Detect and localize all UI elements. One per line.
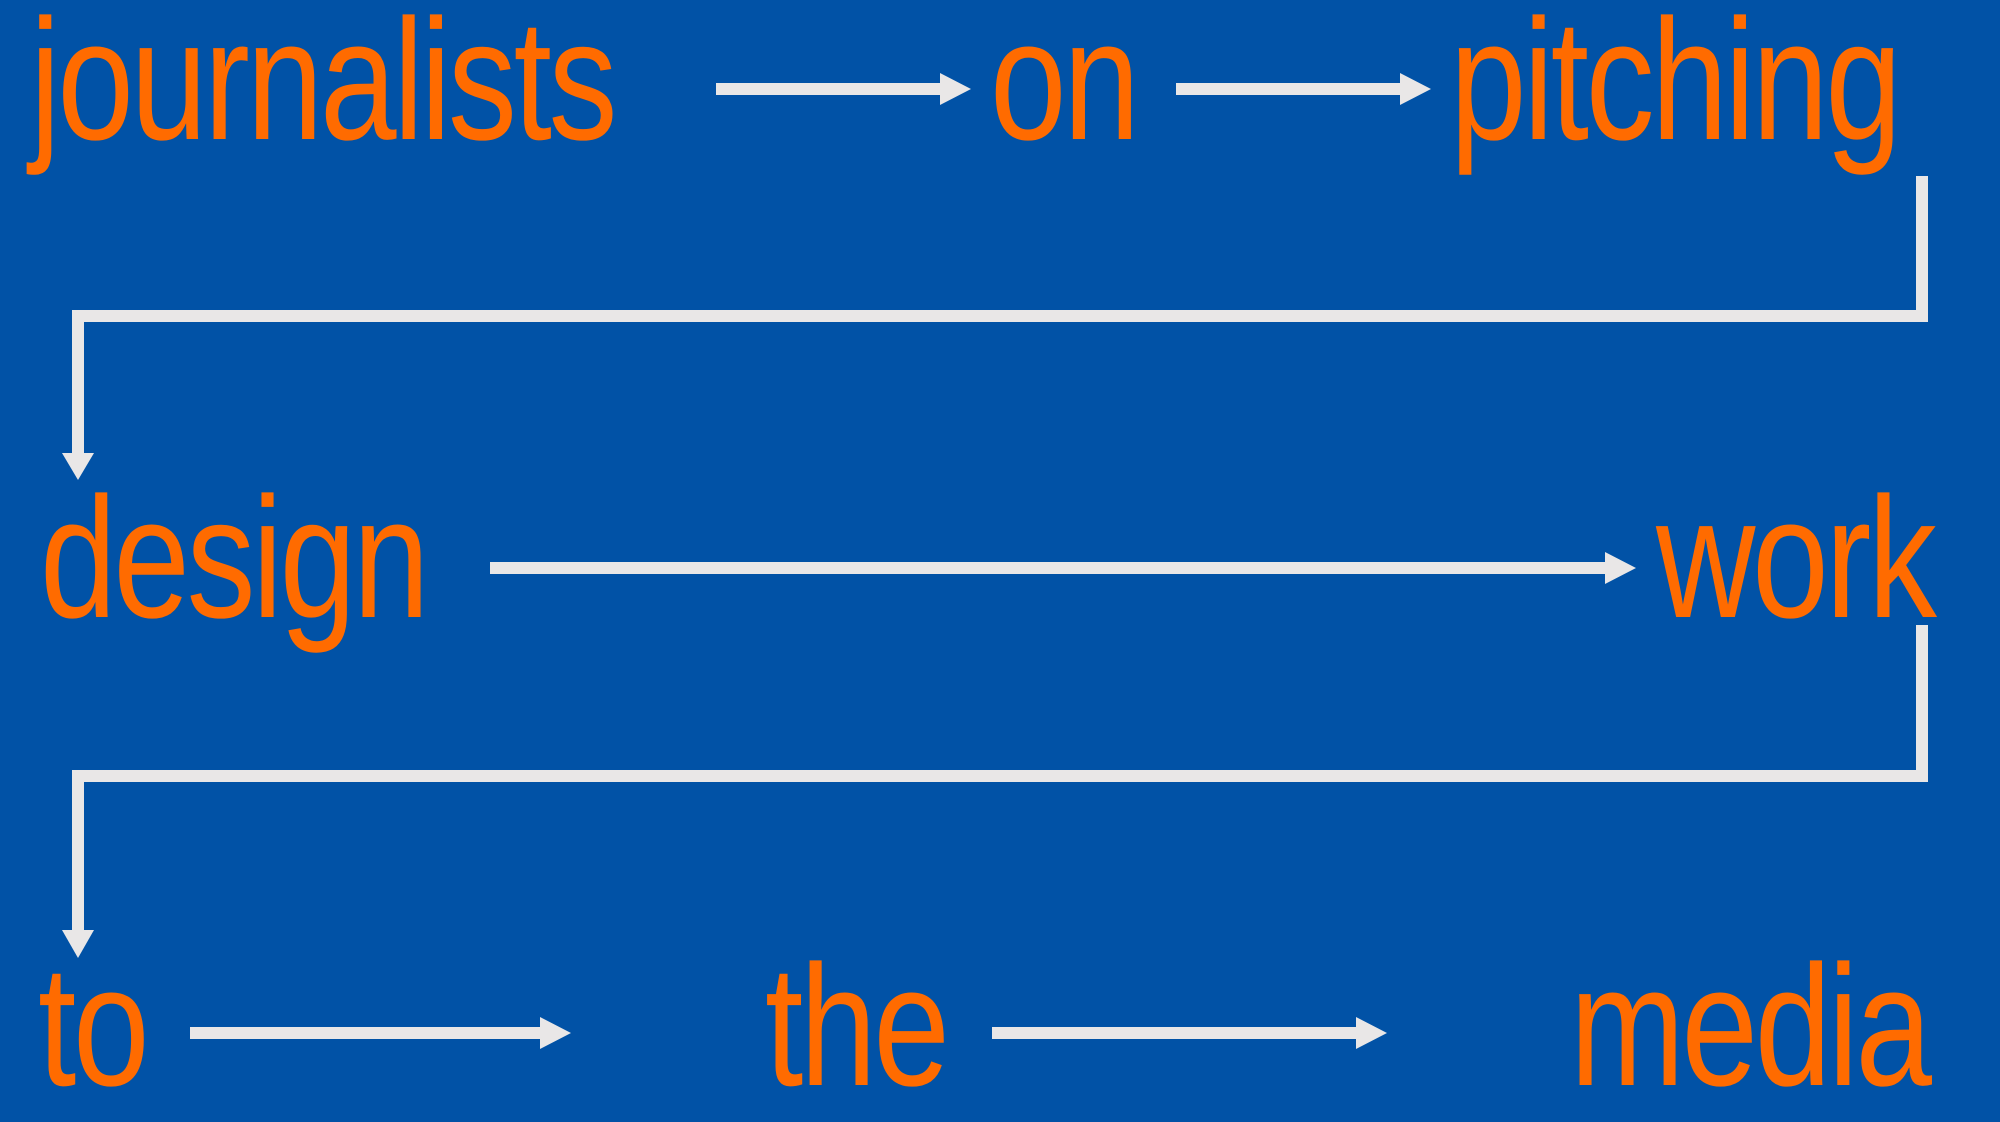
word-work: work [1656, 462, 1937, 654]
arrow-down-connector-icon [62, 625, 1928, 958]
arrow-down-connector-icon [62, 176, 1928, 480]
word-design: design [40, 462, 429, 654]
arrow-right-icon [190, 1017, 571, 1049]
word-on: on [990, 0, 1140, 176]
word-the: the [765, 930, 950, 1122]
word-to: to [38, 930, 150, 1122]
arrow-right-icon [490, 552, 1636, 584]
word-journalists: journalists [30, 0, 617, 176]
word-media: media [1570, 930, 1932, 1122]
arrow-right-icon [1176, 73, 1431, 105]
word-pitching: pitching [1450, 0, 1902, 176]
arrow-right-icon [992, 1017, 1387, 1049]
arrow-right-icon [716, 73, 971, 105]
